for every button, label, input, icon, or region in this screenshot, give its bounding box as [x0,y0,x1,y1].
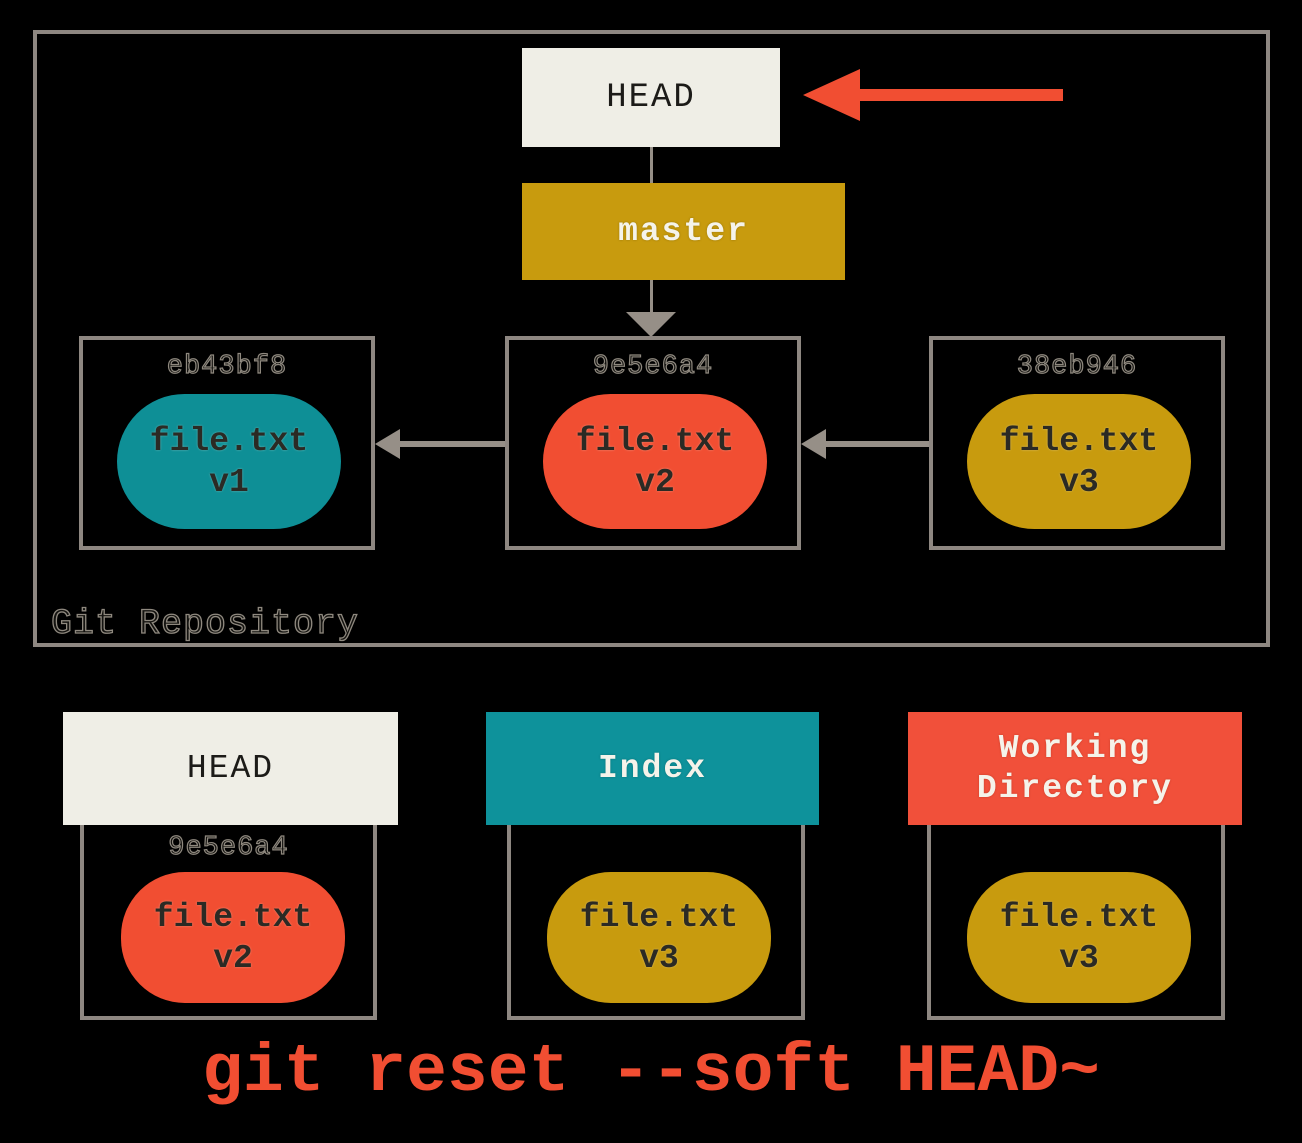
workspace-head-box: 9e5e6a4 file.txt v2 [80,825,377,1020]
commit-parent-arrow-icon [375,429,400,459]
workspace-working-directory-box: file.txt v3 [927,825,1225,1020]
workspace-index-file-pill: file.txt v3 [547,872,771,1003]
commit-parent-arrow-shaft [399,441,505,447]
workspace-index-title: Index [597,749,708,787]
commit-snapshot-pill: file.txt v2 [543,394,767,529]
commit-box-eb43bf8: eb43bf8 file.txt v1 [79,336,375,550]
commit-parent-arrow-shaft [825,441,929,447]
snapshot-file-version: v3 [1059,463,1099,501]
snapshot-file-version: v3 [1059,939,1099,977]
workspace-head-hash-label: 9e5e6a4 [168,832,289,863]
workspace-head-file-pill: file.txt v2 [121,872,345,1003]
workspace-head-title: HEAD [186,749,275,787]
snapshot-file-name: file.txt [575,422,735,460]
commit-parent-arrow-icon [801,429,826,459]
commit-snapshot-pill: file.txt v1 [117,394,341,529]
snapshot-file-version: v1 [209,463,249,501]
snapshot-file-name: file.txt [149,422,309,460]
head-to-master-connector [650,147,653,183]
commit-box-38eb946: 38eb946 file.txt v3 [929,336,1225,550]
head-pointer-arrow-shaft [858,89,1063,101]
snapshot-file-version: v2 [213,939,253,977]
command-caption: git reset --soft HEAD~ [202,1034,1100,1111]
workspace-index-header: Index [486,712,819,825]
commit-hash-label: 38eb946 [1016,351,1138,382]
commit-hash-label: 9e5e6a4 [592,351,714,382]
head-ref-box: HEAD [522,48,780,147]
workspace-head-header: HEAD [63,712,398,825]
snapshot-file-name: file.txt [153,898,313,936]
master-branch-label: master [618,213,749,250]
git-repository-box [33,30,1270,647]
workspace-index-box: file.txt v3 [507,825,805,1020]
snapshot-file-name: file.txt [579,898,739,936]
commit-hash-label: eb43bf8 [166,351,288,382]
master-to-commit-arrow-shaft [650,280,653,314]
commit-snapshot-pill: file.txt v3 [967,394,1191,529]
snapshot-file-name: file.txt [999,898,1159,936]
commit-box-9e5e6a4: 9e5e6a4 file.txt v2 [505,336,801,550]
head-pointer-arrow-icon [803,69,860,121]
workspace-working-directory-title: Working Directory [976,729,1174,807]
head-ref-label: HEAD [606,78,696,117]
master-to-commit-arrow-icon [626,312,676,337]
snapshot-file-version: v3 [639,939,679,977]
git-repository-label: Git Repository [50,603,360,644]
snapshot-file-name: file.txt [999,422,1159,460]
workspace-working-directory-file-pill: file.txt v3 [967,872,1191,1003]
master-branch-box: master [522,183,845,280]
workspace-working-directory-header: Working Directory [908,712,1242,825]
snapshot-file-version: v2 [635,463,675,501]
